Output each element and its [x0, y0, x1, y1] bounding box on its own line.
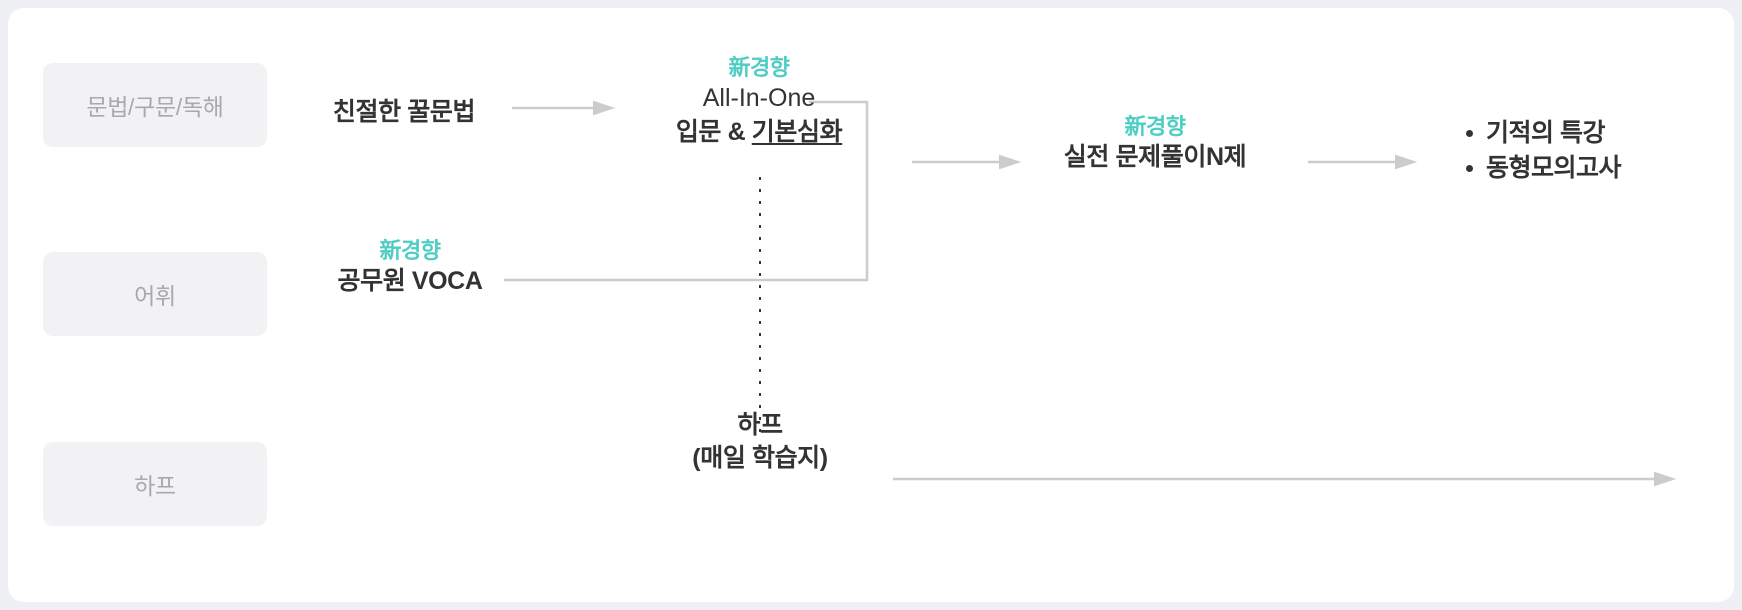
course-node-kkulmunbeop[interactable]: 친절한 꿀문법 — [332, 96, 476, 129]
course-node-all-in-one[interactable]: 新경향 All-In-One 입문 & 기본심화 — [675, 53, 843, 149]
course-node-half[interactable]: 하프 (매일 학습지) — [692, 409, 828, 476]
course-node-half-subtitle: (매일 학습지) — [692, 444, 828, 473]
category-pill-grammar-label: 문법/구문/독해 — [86, 94, 224, 120]
course-node-all-in-one-subtitle: 입문 & 기본심화 — [675, 116, 843, 149]
category-pill-vocabulary-label: 어휘 — [134, 283, 176, 309]
outcome-item-special-lecture-label: 기적의 특강 — [1486, 119, 1605, 147]
course-node-problem-solving-title: 실전 문제풀이N제 — [1063, 143, 1247, 172]
course-node-voca[interactable]: 新경향 공무원 VOCA — [338, 236, 483, 299]
course-node-problem-solving[interactable]: 新경향 실전 문제풀이N제 — [1063, 112, 1247, 175]
category-pill-vocabulary[interactable]: 어휘 — [43, 252, 267, 336]
outcome-item-mock-exam[interactable]: 동형모의고사 — [1465, 151, 1622, 186]
diagram-card — [8, 8, 1734, 602]
outcome-item-special-lecture[interactable]: 기적의 특강 — [1465, 116, 1621, 151]
outcome-list: 기적의 특강 동형모의고사 — [1465, 116, 1622, 186]
category-pill-grammar[interactable]: 문법/구문/독해 — [43, 63, 267, 147]
course-node-voca-tag: 新경향 — [379, 238, 441, 263]
course-node-voca-title: 공무원 VOCA — [337, 267, 483, 296]
category-pill-half-label: 하프 — [134, 473, 176, 499]
course-node-problem-solving-tag: 新경향 — [1124, 114, 1186, 139]
course-node-kkulmunbeop-title: 친절한 꿀문법 — [332, 98, 476, 126]
course-node-all-in-one-tag: 新경향 — [728, 55, 790, 80]
course-node-all-in-one-title: All-In-One — [702, 84, 816, 113]
outcome-item-mock-exam-label: 동형모의고사 — [1486, 153, 1622, 182]
category-pill-half[interactable]: 하프 — [43, 442, 267, 526]
course-node-half-title: 하프 — [737, 411, 783, 439]
course-node-all-in-one-subtitle-prefix: 입문 & — [675, 117, 752, 146]
course-node-all-in-one-subtitle-emphasis: 기본심화 — [751, 117, 843, 146]
